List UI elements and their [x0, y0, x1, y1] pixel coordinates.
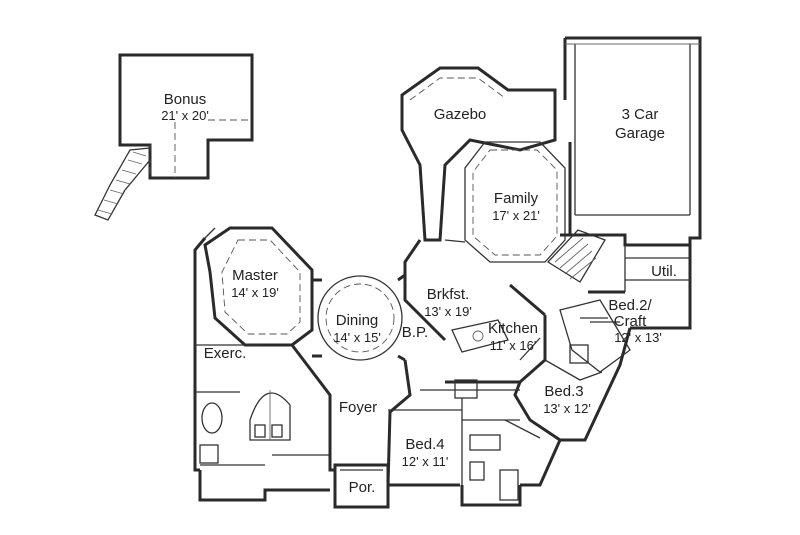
bonus-label: Bonus	[164, 91, 207, 108]
bed3-dimensions: 13' x 12'	[543, 401, 591, 416]
bed2-label-line1: Bed.2/	[608, 297, 652, 314]
family-label: Family	[494, 190, 539, 207]
room-labels: Bonus 21' x 20' Gazebo 3 Car Garage Fami…	[161, 91, 677, 496]
bp-label: B.P.	[402, 324, 428, 341]
brkfst-dimensions: 13' x 19'	[424, 304, 472, 319]
exerc-label: Exerc.	[204, 345, 247, 362]
porch-label: Por.	[349, 479, 376, 496]
util-label: Util.	[651, 263, 677, 280]
kitchen-label: Kitchen	[488, 320, 538, 337]
bonus-room	[94, 53, 254, 221]
master-dimensions: 14' x 19'	[231, 285, 279, 300]
dining-dimensions: 14' x 15'	[333, 330, 381, 345]
family-dimensions: 17' x 21'	[492, 208, 540, 223]
bed4-dimensions: 12' x 11'	[402, 454, 449, 469]
bed3-label: Bed.3	[544, 383, 583, 400]
garage-label-line1: 3 Car	[622, 106, 659, 123]
foyer-label: Foyer	[339, 399, 377, 416]
house-walls	[193, 36, 702, 509]
brkfst-label: Brkfst.	[427, 286, 470, 303]
kitchen-dimensions: 11' x 16'	[490, 338, 537, 353]
bed2-dimensions: 12' x 13'	[614, 330, 662, 345]
master-label: Master	[232, 267, 278, 284]
bed4-label: Bed.4	[405, 436, 444, 453]
bonus-dimensions: 21' x 20'	[161, 108, 209, 123]
garage-label-line2: Garage	[615, 125, 665, 142]
gazebo-label: Gazebo	[434, 106, 487, 123]
bed2-label-line2: Craft	[614, 313, 647, 330]
dining-label: Dining	[336, 312, 379, 329]
